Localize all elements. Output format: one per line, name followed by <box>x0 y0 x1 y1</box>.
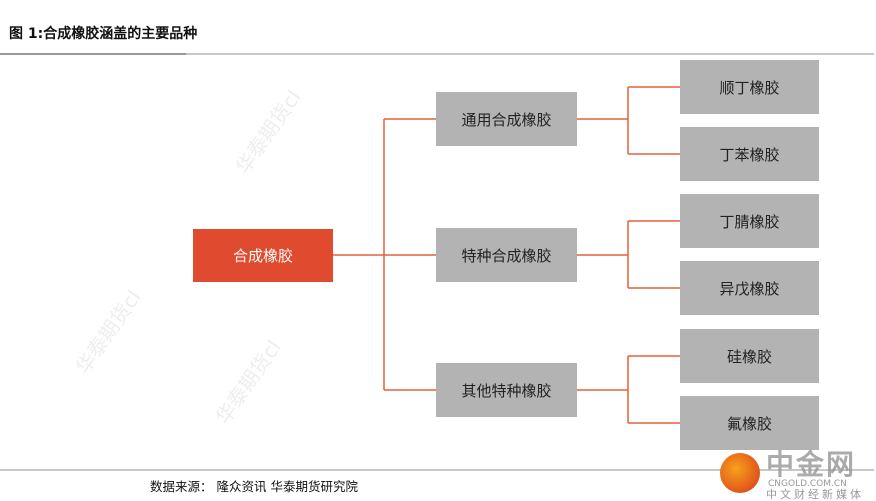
leaf-node: 硅橡胶 <box>680 329 819 383</box>
logo-icon <box>720 453 760 493</box>
figure-title: 图 1:合成橡胶涵盖的主要品种 <box>9 26 198 42</box>
cngold-logo: 中金网 CNGOLD.COM.CN 中文财经新媒体 <box>720 451 876 501</box>
leaf-node: 氟橡胶 <box>680 396 819 450</box>
root-node: 合成橡胶 <box>193 229 333 282</box>
logo-domain: CNGOLD.COM.CN <box>768 479 847 489</box>
category-node-other: 其他特种橡胶 <box>436 363 577 417</box>
leaf-node: 丁腈橡胶 <box>680 194 819 248</box>
source-note: 数据来源： 隆众资讯 华泰期货研究院 <box>150 479 358 494</box>
title-rule-light <box>186 53 874 55</box>
leaf-node: 丁苯橡胶 <box>680 127 819 181</box>
logo-tagline: 中文财经新媒体 <box>766 488 864 501</box>
leaf-node: 异戊橡胶 <box>680 261 819 315</box>
bottom-rule <box>0 469 874 471</box>
category-node-general: 通用合成橡胶 <box>436 92 577 146</box>
category-node-special: 特种合成橡胶 <box>436 228 577 282</box>
leaf-node: 顺丁橡胶 <box>680 60 819 114</box>
title-rule <box>0 53 186 55</box>
logo-name: 中金网 <box>766 448 857 481</box>
